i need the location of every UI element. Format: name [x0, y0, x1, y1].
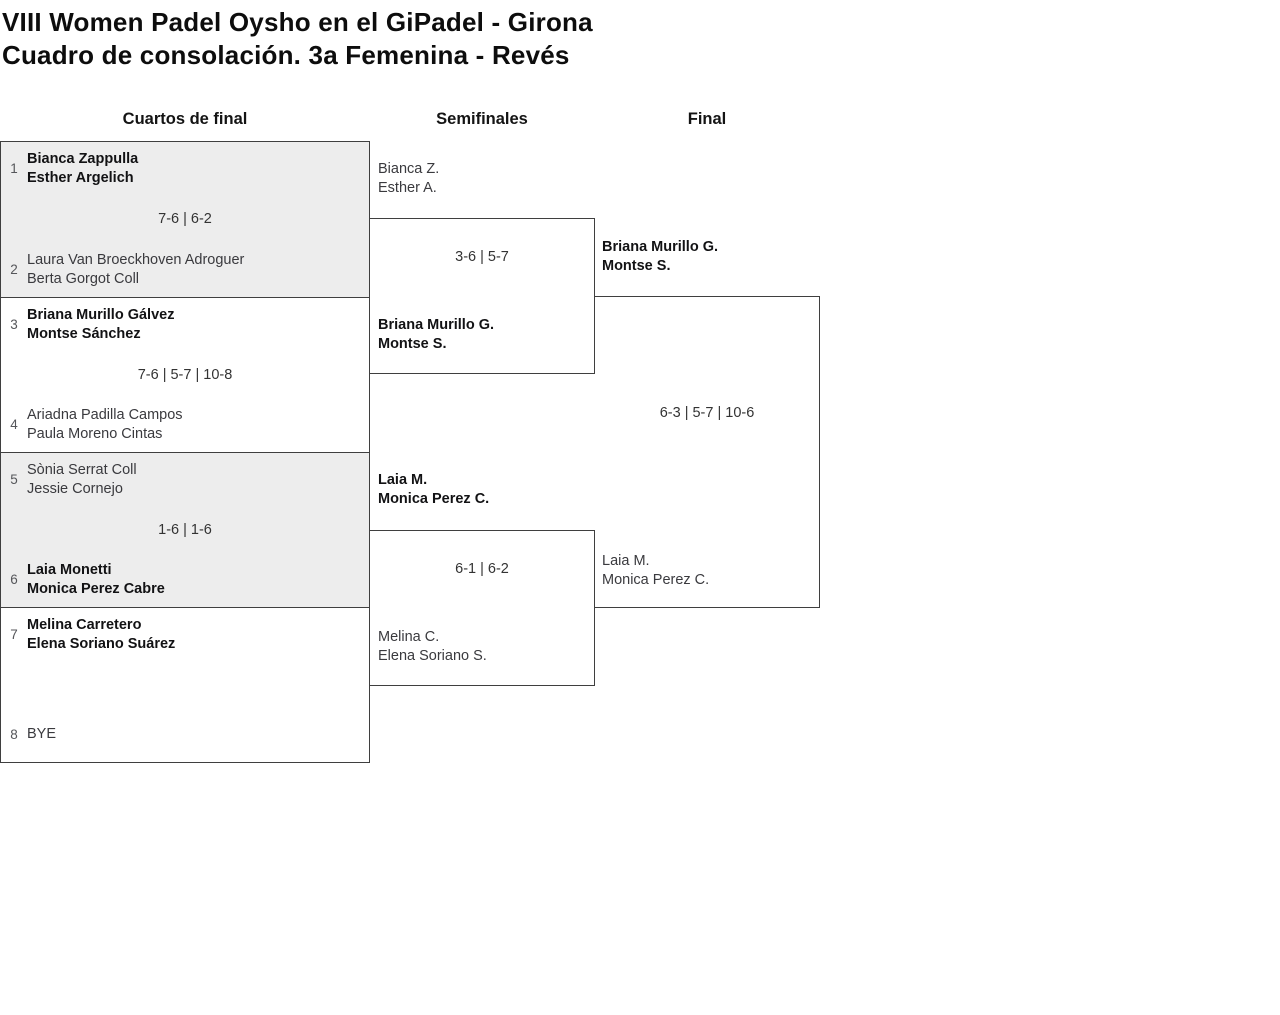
player-name: Laia M.	[378, 472, 428, 488]
player-name: Elena Soriano S.	[378, 647, 487, 664]
sf-match-2-box	[369, 530, 595, 686]
seed-number: 3	[10, 317, 18, 332]
seed-number: 6	[10, 572, 18, 587]
player-name: Briana Murillo Gálvez	[27, 307, 175, 323]
team-entry: 7 Melina Carretero Elena Soriano Suárez	[1, 616, 369, 653]
player-name: Jessie Cornejo	[27, 480, 123, 497]
team-names: Melina Carretero Elena Soriano Suárez	[27, 616, 175, 653]
team-entry: 6 Laia Monetti Monica Perez Cabre	[1, 561, 369, 598]
seed-number: 4	[10, 417, 18, 432]
page-title-line2: Cuadro de consolación. 3a Femenina - Rev…	[2, 40, 570, 70]
player-name: Elena Soriano Suárez	[27, 635, 176, 652]
player-name: Briana Murillo G.	[378, 317, 495, 333]
match-score: 7-6 | 5-7 | 10-8	[137, 366, 233, 383]
team-names: Sònia Serrat Coll Jessie Cornejo	[27, 461, 137, 498]
sf1-score: 3-6 | 5-7	[455, 249, 509, 265]
player-name: Monica Perez C.	[602, 571, 710, 588]
player-name: Sònia Serrat Coll	[27, 462, 137, 478]
seed-number: 2	[10, 262, 18, 277]
team-entry: 8 BYE	[1, 716, 369, 753]
player-name: Bianca Zappulla	[27, 151, 139, 167]
player-name: Laia M.	[602, 553, 650, 569]
team-entry: 3 Briana Murillo Gálvez Montse Sánchez	[1, 306, 369, 343]
player-name: Esther A.	[378, 179, 437, 196]
round-header-final: Final	[687, 110, 727, 128]
player-name: Laura Van Broeckhoven Adroguer	[27, 252, 245, 268]
sf1-team-bottom: Briana Murillo G. Montse S.	[378, 316, 494, 353]
team-names: Laura Van Broeckhoven Adroguer Berta Gor…	[27, 251, 244, 288]
player-name: BYE	[27, 726, 57, 743]
player-name: Montse Sánchez	[27, 325, 141, 342]
match-score	[1, 653, 369, 716]
sf2-score: 6-1 | 6-2	[455, 561, 509, 577]
seed-number: 1	[10, 161, 18, 176]
page-title: VIII Women Padel Oysho en el GiPadel - G…	[2, 6, 593, 72]
qf-match-3: 5 Sònia Serrat Coll Jessie Cornejo 1-6 |…	[1, 452, 369, 607]
match-score: 7-6 | 6-2	[158, 211, 212, 227]
final-team-bottom: Laia M. Monica Perez C.	[602, 552, 709, 589]
team-entry: 5 Sònia Serrat Coll Jessie Cornejo	[1, 461, 369, 498]
match-score: 1-6 | 1-6	[158, 521, 212, 538]
qf-match-2: 3 Briana Murillo Gálvez Montse Sánchez 7…	[1, 297, 369, 452]
qf-match-1: 1 Bianca Zappulla Esther Argelich 7-6 | …	[1, 142, 369, 297]
team-names: Laia Monetti Monica Perez Cabre	[27, 561, 165, 598]
player-name: Berta Gorgot Coll	[27, 270, 140, 287]
round-header-semifinals: Semifinales	[436, 110, 528, 128]
player-name: Esther Argelich	[27, 169, 134, 186]
sf2-team-top: Laia M. Monica Perez C.	[378, 471, 489, 508]
player-name: Melina Carretero	[27, 617, 142, 633]
final-match-box	[594, 296, 820, 608]
team-entry: 2 Laura Van Broeckhoven Adroguer Berta G…	[1, 251, 369, 288]
player-name: Paula Moreno Cintas	[27, 425, 163, 442]
player-name: Briana Murillo G.	[602, 239, 719, 255]
player-name: Montse S.	[602, 257, 671, 274]
player-name: Ariadna Padilla Campos	[27, 407, 183, 423]
round-header-quarterfinals: Cuartos de final	[122, 110, 248, 128]
team-names: Ariadna Padilla Campos Paula Moreno Cint…	[27, 406, 183, 443]
player-name: Melina C.	[378, 629, 440, 645]
final-score: 6-3 | 5-7 | 10-6	[659, 405, 755, 421]
seed-number: 7	[10, 627, 18, 642]
player-name: Monica Perez Cabre	[27, 580, 165, 597]
player-name: Monica Perez C.	[378, 490, 490, 507]
team-names: Briana Murillo Gálvez Montse Sánchez	[27, 306, 174, 343]
sf2-team-bottom: Melina C. Elena Soriano S.	[378, 628, 487, 665]
team-entry: 1 Bianca Zappulla Esther Argelich	[1, 150, 369, 187]
player-name: Bianca Z.	[378, 161, 440, 177]
final-team-top: Briana Murillo G. Montse S.	[602, 238, 718, 275]
team-entry: 4 Ariadna Padilla Campos Paula Moreno Ci…	[1, 406, 369, 443]
team-names: Bianca Zappulla Esther Argelich	[27, 150, 138, 187]
player-name: Laia Monetti	[27, 562, 112, 578]
seed-number: 5	[10, 472, 18, 487]
quarterfinals-column: 1 Bianca Zappulla Esther Argelich 7-6 | …	[0, 141, 370, 763]
qf-match-4: 7 Melina Carretero Elena Soriano Suárez …	[1, 607, 369, 762]
seed-number: 8	[10, 727, 18, 742]
player-name: Montse S.	[378, 335, 447, 352]
team-names: BYE	[27, 725, 56, 744]
page-title-line1: VIII Women Padel Oysho en el GiPadel - G…	[2, 7, 593, 37]
sf1-team-top: Bianca Z. Esther A.	[378, 160, 439, 197]
